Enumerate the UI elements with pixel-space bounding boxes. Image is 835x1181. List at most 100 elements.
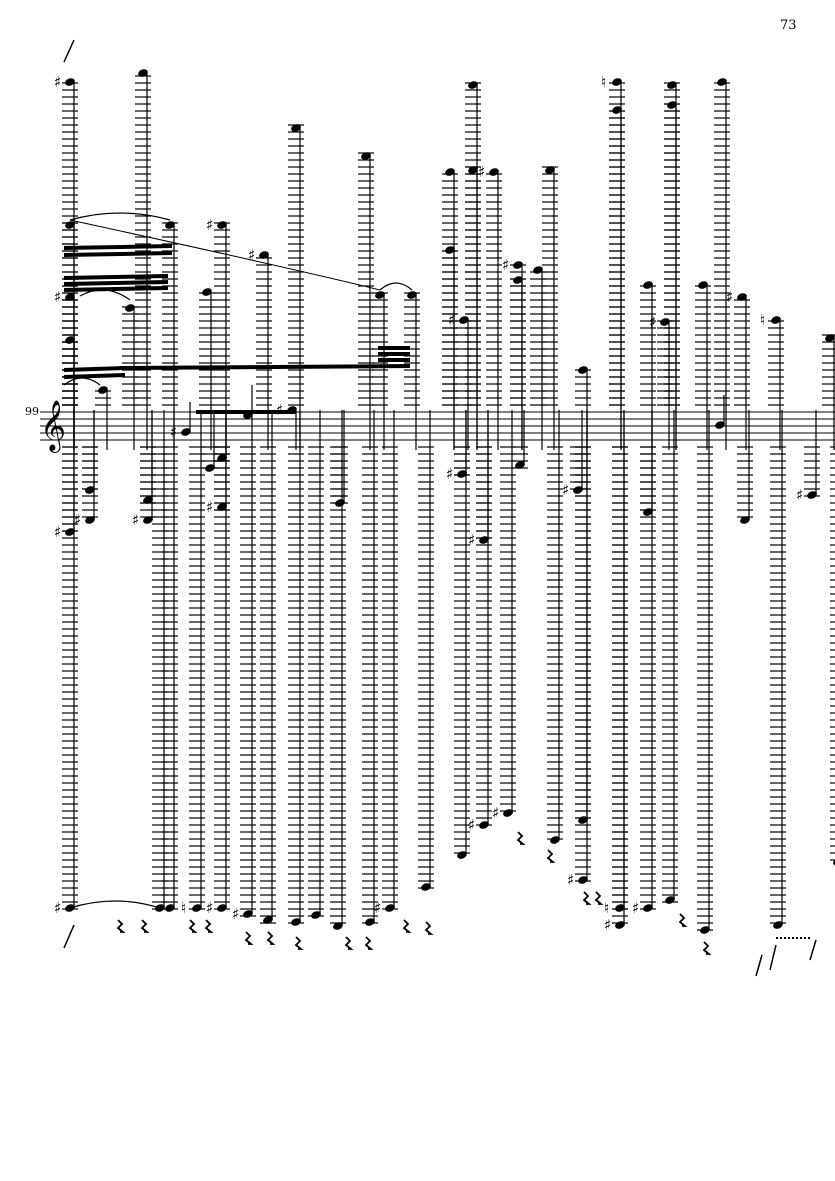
note-head [143, 516, 153, 524]
sharp-icon: ♯ [478, 163, 485, 181]
rest-icon [702, 941, 712, 955]
note-head [217, 454, 227, 462]
note-head [717, 78, 727, 86]
sharp-icon: ♯ [726, 288, 733, 306]
grace-note-icon [63, 924, 75, 949]
sharp-icon: ♯ [374, 899, 381, 917]
sharp-icon: ♯ [632, 899, 639, 917]
sharp-icon: ♯ [54, 288, 61, 306]
note-head [700, 926, 710, 934]
note-head [503, 809, 513, 817]
note-head [192, 904, 202, 912]
tie [69, 900, 161, 909]
sharp-icon: ♯ [604, 916, 611, 934]
note-head [333, 922, 343, 930]
sharp-icon: ♯ [54, 523, 61, 541]
note-head [698, 281, 708, 289]
natural-icon: ♮ [604, 899, 609, 917]
note-head [459, 316, 469, 324]
note-head [217, 904, 227, 912]
note-head [533, 266, 543, 274]
rest-icon [244, 931, 254, 945]
rest-icon [402, 919, 412, 933]
beam [63, 274, 169, 280]
rest-icon [594, 891, 604, 905]
sharp-icon: ♯ [232, 905, 239, 923]
sharp-icon: ♯ [567, 871, 574, 889]
note-head [85, 486, 95, 494]
note-head [515, 461, 525, 469]
note-head [667, 81, 677, 89]
note-head [513, 276, 523, 284]
note-head [165, 221, 175, 229]
note-head [202, 288, 212, 296]
note-head [737, 293, 747, 301]
sharp-icon: ♯ [74, 511, 81, 529]
note-head [365, 918, 375, 926]
sharp-icon: ♯ [502, 256, 509, 274]
note-head [825, 334, 835, 342]
note-head [445, 246, 455, 254]
note-head [773, 921, 783, 929]
natural-icon: ♮ [181, 899, 186, 917]
note-head [740, 516, 750, 524]
note-head [407, 291, 417, 299]
note-head [98, 386, 108, 394]
natural-icon: ♮ [601, 73, 606, 91]
note-head [65, 336, 75, 344]
note-head [361, 152, 371, 160]
sharp-icon: ♯ [649, 313, 656, 331]
note-head [578, 876, 588, 884]
note-head [138, 69, 148, 77]
sharp-icon: ♯ [206, 216, 213, 234]
note-head [263, 916, 273, 924]
sharp-icon: ♯ [446, 465, 453, 483]
sharp-icon: ♯ [132, 511, 139, 529]
note-head [181, 428, 191, 436]
note-head [65, 528, 75, 536]
note-head [545, 166, 555, 174]
grace-note-icon [755, 939, 817, 977]
note-head [259, 251, 269, 259]
measure-number: 99 [25, 405, 39, 418]
rest-icon [344, 936, 354, 950]
beam [63, 251, 173, 257]
sharp-icon: ♯ [468, 531, 475, 549]
note-head [217, 503, 227, 511]
treble-clef-icon: 𝄞 [40, 400, 66, 453]
tie [69, 212, 171, 221]
rest-icon [204, 919, 214, 933]
beam [63, 244, 173, 250]
sharp-icon: ♯ [206, 498, 213, 516]
note-head [311, 911, 321, 919]
tie [63, 377, 101, 386]
rest-icon [188, 919, 198, 933]
natural-icon: ♮ [760, 311, 765, 329]
rest-icon [364, 936, 374, 950]
sharp-icon: ♯ [248, 246, 255, 264]
note-head [612, 106, 622, 114]
beam [63, 280, 169, 286]
note-head [125, 304, 135, 312]
note-head [643, 281, 653, 289]
note-head [612, 78, 622, 86]
beam [63, 366, 126, 372]
tie [79, 289, 131, 301]
sharp-icon: ♯ [54, 73, 61, 91]
note-head [65, 221, 75, 229]
beam [119, 364, 411, 370]
rest-icon [116, 919, 126, 933]
note-head [421, 883, 431, 891]
note-head [468, 81, 478, 89]
note-head [573, 486, 583, 494]
note-head [85, 516, 95, 524]
note-head [65, 293, 75, 301]
note-head [479, 821, 489, 829]
rest-icon [424, 921, 434, 935]
rest-icon [140, 919, 150, 933]
rest-icon [516, 831, 526, 845]
rest-icon [678, 913, 688, 927]
rest-icon [294, 936, 304, 950]
note-head [457, 851, 467, 859]
note-head [550, 836, 560, 844]
